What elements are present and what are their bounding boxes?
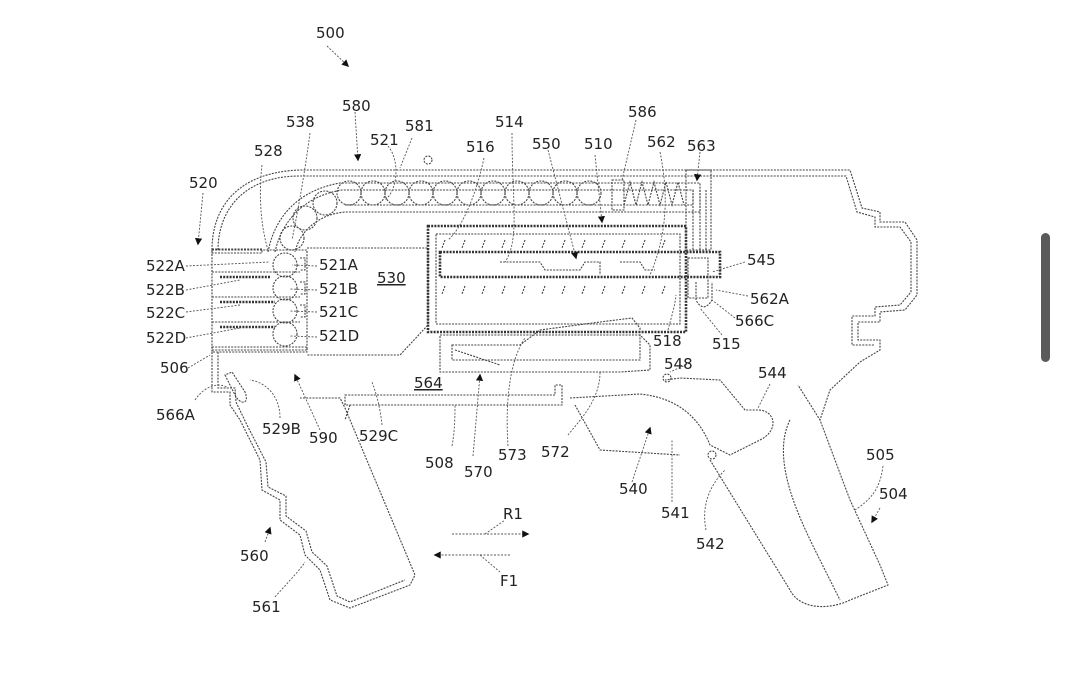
label-573: 573 [498, 446, 527, 464]
label-562: 562 [647, 133, 676, 151]
label-529b: 529B [262, 420, 301, 438]
label-522a: 522A [146, 257, 186, 275]
label-586: 586 [628, 103, 657, 121]
sear-563 [685, 169, 712, 251]
label-514: 514 [495, 113, 524, 131]
air-chamber [307, 247, 429, 356]
label-521c: 521C [319, 303, 358, 321]
label-522b: 522B [146, 281, 185, 299]
label-564: 564 [414, 374, 443, 392]
reference-labels: 500 580 538 581 521 528 516 514 550 510 … [146, 24, 908, 616]
label-f1: F1 [500, 572, 518, 590]
barrel-block [211, 248, 308, 353]
label-538: 538 [286, 113, 315, 131]
label-544: 544 [758, 364, 787, 382]
barrels [212, 271, 300, 329]
label-566a: 566A [156, 406, 196, 424]
ball-chain [279, 180, 602, 251]
label-545: 545 [747, 251, 776, 269]
label-516: 516 [466, 138, 495, 156]
label-529c: 529C [359, 427, 398, 445]
label-581: 581 [405, 117, 434, 135]
label-510: 510 [584, 135, 613, 153]
magazine-tube [267, 155, 701, 253]
label-566c: 566C [735, 312, 774, 330]
label-562a: 562A [750, 290, 790, 308]
label-521d: 521D [319, 327, 359, 345]
label-504: 504 [879, 485, 908, 503]
label-522c: 522C [146, 304, 185, 322]
leader-lines [185, 119, 884, 598]
label-508: 508 [425, 454, 454, 472]
label-560: 560 [240, 547, 269, 565]
label-515: 515 [712, 335, 741, 353]
label-518: 518 [653, 332, 682, 350]
label-520: 520 [189, 174, 218, 192]
label-506: 506 [160, 359, 189, 377]
reference-arrows [194, 45, 881, 543]
label-563: 563 [687, 137, 716, 155]
label-530: 530 [377, 269, 406, 287]
label-528: 528 [254, 142, 283, 160]
label-522d: 522D [146, 329, 186, 347]
magazine-spring [623, 179, 685, 208]
label-r1: R1 [503, 505, 523, 523]
label-570: 570 [464, 463, 493, 481]
label-580: 580 [342, 97, 371, 115]
label-542: 542 [696, 535, 725, 553]
housing-outline [211, 169, 918, 421]
label-572: 572 [541, 443, 570, 461]
rear-grip-504 [782, 419, 841, 601]
label-505: 505 [866, 446, 895, 464]
label-500: 500 [316, 24, 345, 42]
label-548: 548 [664, 355, 693, 373]
label-521a: 521A [319, 256, 359, 274]
follower [611, 179, 625, 211]
label-561: 561 [252, 598, 281, 616]
label-521b: 521B [319, 280, 358, 298]
label-521: 521 [370, 131, 399, 149]
vertical-scrollbar[interactable] [1041, 233, 1050, 362]
direction-arrows [433, 519, 530, 573]
label-540: 540 [619, 480, 648, 498]
label-590: 590 [309, 429, 338, 447]
label-541: 541 [661, 504, 690, 522]
label-550: 550 [532, 135, 561, 153]
trigger-540 [569, 373, 889, 608]
cylinder-assembly [426, 169, 722, 334]
slide-570 [344, 317, 651, 421]
front-grip-560 [211, 352, 416, 609]
